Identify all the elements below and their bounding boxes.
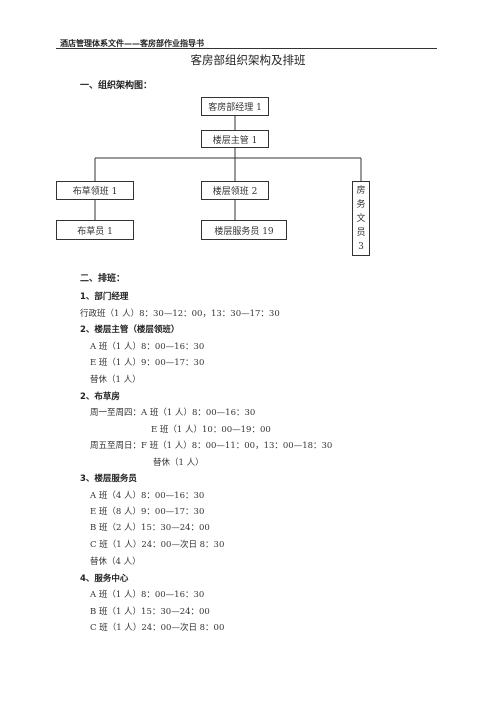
clerk-char: 员 <box>356 227 366 238</box>
schedule-line: E 班（1 人）9：00—17：30 <box>90 358 205 368</box>
org-node-room-clerk: 房 务 文 员 3 <box>352 181 370 256</box>
header-divider <box>56 48 437 49</box>
schedule-line: B 班（1 人）15：30—24：00 <box>90 607 210 617</box>
org-chart-heading: 一、组织架构图： <box>80 81 153 91</box>
schedule-heading: 二、排班： <box>80 274 126 284</box>
schedule-line: A 班（1 人）8：00—16：30 <box>90 342 205 352</box>
schedule-line: 行政班（1 人）8：30—12：00，13：30—17：30 <box>80 309 280 319</box>
org-node-linen-leader: 布草领班 1 <box>56 181 134 200</box>
schedule-line: C 班（1 人）24：00—次日 8：30 <box>90 540 225 550</box>
org-node-linen-staff: 布草员 1 <box>56 220 134 240</box>
section-title: 3、楼层服务员 <box>80 474 137 484</box>
clerk-char: 文 <box>356 213 366 224</box>
org-node-floor-supervisor: 楼层主管 1 <box>201 130 269 148</box>
org-node-floor-attendant: 楼层服务员 19 <box>201 220 287 240</box>
schedule-line: E 班（8 人）9：00—17：30 <box>90 507 205 517</box>
section-title: 2、楼层主管（楼层领班） <box>80 325 180 335</box>
schedule-line: A 班（4 人）8：00—16：30 <box>90 491 205 501</box>
schedule-line: 周一至周四：A 班（1 人）8：00—16：30 <box>90 408 256 418</box>
schedule-line: B 班（2 人）15：30—24：00 <box>90 523 210 533</box>
clerk-char: 3 <box>358 241 364 252</box>
page-title: 客房部组织架构及排班 <box>190 53 306 67</box>
clerk-char: 务 <box>356 199 366 210</box>
schedule-line: 替休（1 人） <box>153 458 204 468</box>
section-title: 1、部门经理 <box>80 292 129 302</box>
section-title: 2、布草房 <box>80 392 120 402</box>
org-node-floor-leader: 楼层领班 2 <box>201 181 269 200</box>
org-node-manager: 客房部经理 1 <box>201 97 269 116</box>
schedule-line: C 班（1 人）24：00—次日 8：00 <box>90 623 225 633</box>
document-header: 酒店管理体系文件——客房部作业指导书 <box>60 39 204 48</box>
schedule-line: 周五至周日：F 班（1 人）8：00—11：00，13：00—18：30 <box>90 441 333 451</box>
schedule-line: 替休（4 人） <box>90 557 141 567</box>
schedule-line: E 班（1 人）10：00—19：00 <box>151 425 271 435</box>
clerk-char: 房 <box>356 185 366 196</box>
schedule-line: A 班（1 人）8：00—16：30 <box>90 590 205 600</box>
section-title: 4、服务中心 <box>80 574 129 584</box>
schedule-line: 替休（1 人） <box>90 375 141 385</box>
